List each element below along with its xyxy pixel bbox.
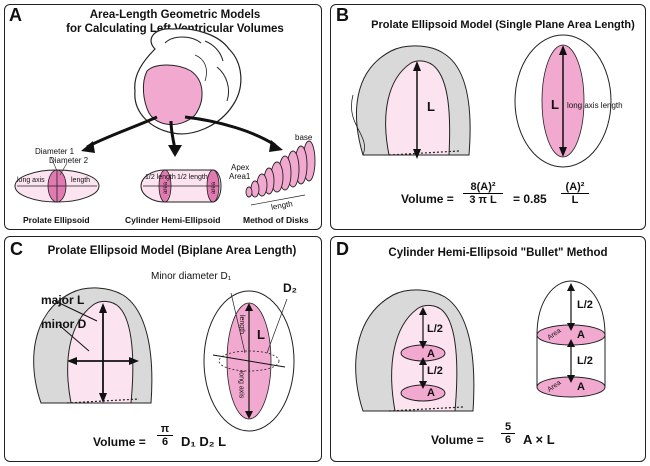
heart-cross-section — [351, 45, 471, 159]
area-label-a: area — [163, 181, 170, 195]
area1-label: Area1 — [229, 172, 251, 181]
area-label-b: area — [211, 181, 218, 195]
panel-d-fraction: 5 6 — [501, 421, 515, 446]
panel-d-volume-label: Volume = — [431, 433, 484, 447]
prolate-ellipsoid-shape — [14, 156, 100, 203]
long-axis-length-label: long axis length — [567, 101, 623, 110]
panel-c-fraction: π 6 — [157, 423, 173, 448]
diameter1-label: Diameter 1 — [35, 147, 75, 156]
panel-d-volume-terms: A × L — [523, 432, 555, 447]
panel-b-volume-label: Volume = — [401, 192, 454, 206]
heart-A-top: A — [427, 348, 435, 360]
bullet-L2-bottom: L/2 — [577, 355, 593, 367]
panel-c: C Prolate Ellipsoid Model (Biplane Area … — [4, 236, 322, 462]
heart-A-bottom: A — [427, 387, 435, 399]
panel-d: D Cylinder Hemi-Ellipsoid "Bullet" Metho… — [330, 236, 646, 462]
panel-c-title: Prolate Ellipsoid Model (Biplane Area Le… — [47, 245, 297, 257]
panel-d-denominator: 6 — [504, 434, 512, 446]
heart-cross-section — [33, 287, 153, 404]
long-axis-label: long axis — [17, 177, 45, 184]
long-axis-vertical-label: long axis — [237, 370, 245, 399]
caption-cylinder-hemi-ellipsoid: Cylinder Hemi-Ellipsoid — [125, 215, 221, 225]
panel-a-letter: A — [9, 5, 22, 25]
single-plane-ellipse — [514, 34, 612, 168]
panel-b-illustration — [351, 34, 612, 168]
base-label: base — [295, 133, 313, 142]
bullet-L2-top: L/2 — [577, 299, 593, 311]
panel-b-coefficient: = 0.85 — [513, 192, 547, 206]
heart-cross-section — [355, 289, 475, 412]
half-length-right-label: 1/2 length — [177, 174, 208, 181]
bullet-A-top: A — [577, 329, 585, 341]
length-label: length — [71, 177, 91, 184]
panel-b-fraction: 8(A)² 3 π L — [463, 181, 503, 206]
panel-a-title-line1: Area-Length Geometric Models — [89, 9, 261, 21]
caption-method-of-disks: Method of Disks — [243, 215, 309, 225]
panel-a: A Area-Length Geometric Models for Calcu… — [4, 4, 322, 230]
panel-c-volume-terms: D₁ D₂ L — [181, 434, 227, 449]
minor-D-label: minor D — [41, 317, 87, 331]
bullet-A-bottom: A — [577, 381, 585, 393]
panel-c-volume-label: Volume = — [93, 435, 146, 449]
heart-L2-top: L/2 — [427, 323, 443, 335]
panel-b-denominator: 3 π L — [469, 194, 497, 206]
panel-b-title: Prolate Ellipsoid Model (Single Plane Ar… — [371, 19, 635, 31]
caption-prolate-ellipsoid: Prolate Ellipsoid — [23, 215, 90, 225]
panel-b-numerator2: (A)² — [561, 181, 589, 194]
bullet-shape — [536, 280, 606, 398]
minor-diameter-D1-label: Minor diameter D₁ — [151, 271, 232, 282]
panel-b: B Prolate Ellipsoid Model (Single Plane … — [330, 4, 646, 230]
half-length-left-label: 1/2 length — [145, 174, 176, 181]
biplane-ellipse — [203, 290, 295, 432]
panel-c-denominator: 6 — [161, 436, 169, 448]
panel-b-L-ellipse: L — [551, 97, 559, 112]
cylinder-hemi-ellipsoid-shape — [140, 169, 222, 203]
panel-a-illustration — [14, 28, 316, 206]
major-L-label: major L — [41, 293, 85, 307]
diameter2-label: Diameter 2 — [49, 156, 89, 165]
panel-b-letter: B — [336, 5, 349, 25]
panel-d-numerator: 5 — [501, 421, 515, 434]
panel-b-L-heart: L — [427, 99, 435, 114]
panel-c-letter: C — [10, 239, 23, 259]
panel-d-title: Cylinder Hemi-Ellipsoid "Bullet" Method — [388, 247, 608, 259]
D2-label: D₂ — [283, 281, 297, 295]
panel-c-illustration — [33, 287, 295, 432]
panel-b-numerator: 8(A)² — [463, 181, 503, 194]
method-of-disks-shape — [245, 140, 316, 198]
apex-label: Apex — [231, 163, 250, 172]
panel-d-letter: D — [336, 239, 349, 259]
heart-illustration — [134, 28, 242, 135]
panel-b-denominator2: L — [571, 194, 579, 206]
panel-d-illustration — [355, 280, 606, 412]
panel-b-fraction2: (A)² L — [561, 181, 589, 206]
heart-L2-bottom: L/2 — [427, 365, 443, 377]
panel-c-numerator: π — [157, 423, 173, 436]
panel-c-L-ellipse: L — [257, 327, 265, 342]
length-vertical-label: length — [238, 314, 246, 335]
